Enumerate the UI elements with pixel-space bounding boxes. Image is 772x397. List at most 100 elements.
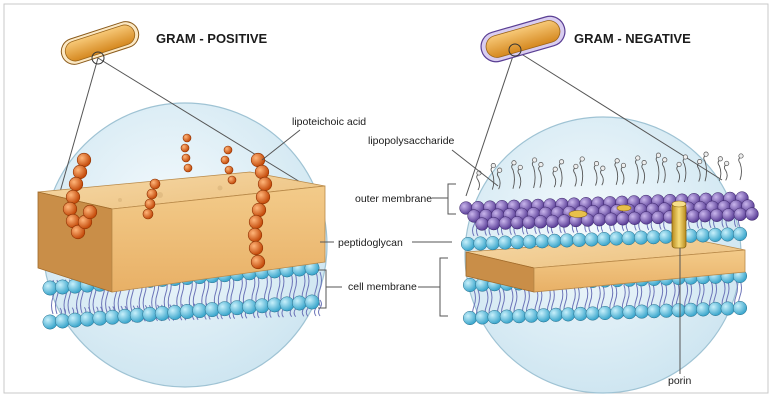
lipopolysaccharide-sugar bbox=[698, 159, 702, 163]
phospholipid-head bbox=[696, 303, 710, 317]
outer-membrane-head bbox=[499, 217, 512, 230]
phospholipid-head bbox=[93, 311, 107, 325]
phospholipid-head bbox=[525, 309, 539, 323]
phospholipid-head bbox=[672, 304, 686, 318]
phospholipid-head bbox=[105, 310, 119, 324]
lipoteichoic-acid-bead bbox=[251, 255, 265, 269]
phospholipid-head bbox=[573, 233, 587, 247]
phospholipid-head bbox=[585, 233, 599, 247]
lipoteichoic-acid-bead bbox=[143, 209, 153, 219]
gram-negative-title: GRAM - NEGATIVE bbox=[574, 31, 691, 46]
phospholipid-head bbox=[549, 308, 563, 322]
outer-membrane-head bbox=[593, 213, 606, 226]
outer-membrane-head bbox=[546, 215, 559, 228]
lipopolysaccharide-sugar bbox=[704, 152, 708, 156]
lipopolysaccharide-sugar bbox=[718, 157, 722, 161]
lipoteichoic-acid-bead bbox=[77, 153, 91, 167]
lipoteichoic-acid-bead bbox=[63, 202, 77, 216]
lipopolysaccharide-chain bbox=[477, 174, 480, 190]
outer-membrane-head bbox=[511, 216, 524, 229]
lipopolysaccharide-sugar bbox=[539, 162, 543, 166]
lipoteichoic-acid-bead bbox=[224, 146, 232, 154]
lipopolysaccharide-sugar bbox=[724, 161, 728, 165]
lipopolysaccharide-sugar bbox=[497, 168, 501, 172]
phospholipid-head bbox=[43, 315, 57, 329]
lipoteichoic-acid-bead bbox=[221, 156, 229, 164]
phospholipid-head bbox=[523, 235, 537, 249]
phospholipid-head bbox=[242, 300, 256, 314]
phospholipid-head bbox=[634, 231, 648, 245]
lipopolysaccharide-sugar bbox=[491, 163, 495, 167]
phospholipid-head bbox=[255, 299, 269, 313]
outer-membrane-head bbox=[476, 218, 489, 231]
outer-membrane-head bbox=[617, 212, 630, 225]
lipoteichoic-acid-bead bbox=[145, 199, 155, 209]
phospholipid-head bbox=[461, 237, 475, 251]
cell-membrane-label: cell membrane bbox=[348, 281, 417, 293]
lipopolysaccharide-sugar bbox=[532, 158, 536, 162]
lipopolysaccharide-sugar bbox=[636, 156, 640, 160]
phospholipid-head bbox=[205, 302, 219, 316]
lipopolysaccharide-sugar bbox=[656, 153, 660, 157]
phospholipid-head bbox=[610, 232, 624, 246]
lipoteichoic-acid-bead bbox=[147, 189, 157, 199]
lipoteichoic-acid-bead bbox=[228, 176, 236, 184]
phospholipid-head bbox=[55, 280, 69, 294]
lipoteichoic-acid-bead bbox=[69, 177, 83, 191]
lipopolysaccharide-sugar bbox=[512, 161, 516, 165]
phospholipid-head bbox=[586, 307, 600, 321]
lipopolysaccharide-sugar bbox=[739, 154, 743, 158]
lipoteichoic-acid-bead bbox=[83, 205, 97, 219]
phospholipid-head bbox=[684, 303, 698, 317]
lipopolysaccharide-sugar bbox=[518, 165, 522, 169]
phospholipid-head bbox=[55, 314, 69, 328]
lipopolysaccharide-sugar bbox=[553, 167, 557, 171]
phospholipid-head bbox=[512, 309, 526, 323]
outer-membrane-label: outer membrane bbox=[355, 193, 432, 205]
lipoteichoic-acid-bead bbox=[258, 177, 272, 191]
outer-membrane-head bbox=[628, 212, 641, 225]
outer-membrane-head bbox=[487, 217, 500, 230]
phospholipid-head bbox=[305, 295, 319, 309]
phospholipid-head bbox=[143, 307, 157, 321]
lipopolysaccharide-sugar bbox=[594, 161, 598, 165]
lipoteichoic-acid-bead bbox=[73, 165, 87, 179]
lipoteichoic-acid-bead bbox=[248, 228, 262, 242]
phospholipid-head bbox=[659, 230, 673, 244]
gram-positive-title: GRAM - POSITIVE bbox=[156, 31, 268, 46]
lipoteichoic-acid-bead bbox=[181, 144, 189, 152]
phospholipid-head bbox=[43, 281, 57, 295]
outer-membrane-head bbox=[687, 210, 700, 223]
phospholipid-head bbox=[500, 310, 514, 324]
phospholipid-head bbox=[130, 308, 144, 322]
phospholipid-head bbox=[80, 312, 94, 326]
lipoteichoic-acid-bead bbox=[184, 164, 192, 172]
phospholipid-head bbox=[230, 301, 244, 315]
lipopolysaccharide-sugar bbox=[663, 158, 667, 162]
phospholipid-head bbox=[660, 304, 674, 318]
phospholipid-head bbox=[647, 304, 661, 318]
phospholipid-head bbox=[537, 309, 551, 323]
phospholipid-head bbox=[721, 302, 735, 316]
outer-membrane-head bbox=[534, 215, 547, 228]
phospholipid-head bbox=[560, 234, 574, 248]
phospholipid-head bbox=[733, 301, 747, 315]
lipopolysaccharide-chain bbox=[724, 164, 727, 180]
phospholipid-head bbox=[193, 303, 207, 317]
outer-membrane-head bbox=[523, 216, 536, 229]
lipoteichoic-acid-bead bbox=[183, 134, 191, 142]
phospholipid-head bbox=[474, 237, 488, 251]
phospholipid-head bbox=[155, 306, 169, 320]
phospholipid-head bbox=[733, 227, 747, 241]
phospholipid-head bbox=[498, 236, 512, 250]
phospholipid-head bbox=[463, 311, 477, 325]
gram-negative-bacillus bbox=[478, 13, 569, 66]
outer-membrane-head bbox=[722, 209, 735, 222]
phospholipid-head bbox=[709, 302, 723, 316]
lipopolysaccharide-sugar bbox=[601, 166, 605, 170]
phospholipid-head bbox=[548, 234, 562, 248]
lipoteichoic-acid-label: lipoteichoic acid bbox=[292, 116, 366, 128]
lipopolysaccharide-label: lipopolysaccharide bbox=[368, 135, 455, 147]
phospholipid-head bbox=[611, 306, 625, 320]
